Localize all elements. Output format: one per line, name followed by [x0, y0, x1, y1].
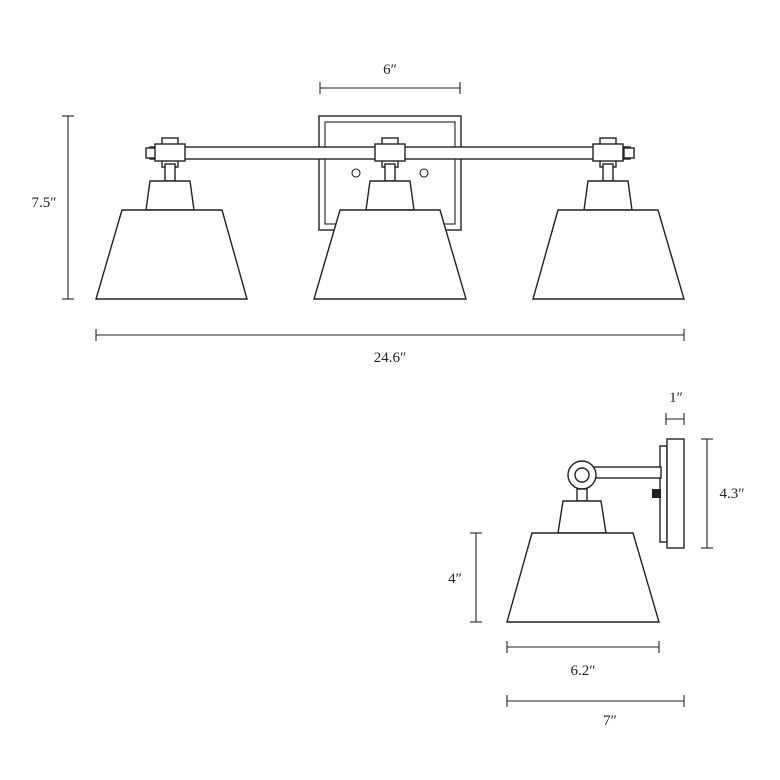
backplate-depth-dimension: 1″: [665, 390, 685, 425]
overall-width-label: 24.6″: [374, 350, 407, 366]
overall-width-dimension: 24.6″: [95, 329, 685, 366]
extension-dimension: 7″: [506, 695, 685, 729]
backplate-width-dimension: 6″: [319, 62, 461, 94]
side-arm: [591, 466, 662, 479]
lamp-left: [95, 137, 248, 300]
shade-width-label: 6.2″: [571, 663, 596, 679]
backplate-width-label: 6″: [383, 62, 397, 78]
lamp-center: [313, 137, 467, 300]
front-view: 6″ 7.5″: [32, 62, 685, 366]
overall-height-label: 7.5″: [32, 195, 57, 211]
side-shade: [506, 500, 660, 623]
shade-height-label: 4″: [448, 571, 462, 587]
lamp-right: [532, 137, 685, 300]
side-swivel: [567, 460, 597, 502]
shade-height-dimension: 4″: [448, 532, 482, 623]
overall-height-dimension: 7.5″: [32, 115, 74, 300]
shade-width-dimension: 6.2″: [506, 641, 660, 679]
side-view: 1″ 4.3″: [448, 390, 744, 729]
extension-label: 7″: [603, 713, 617, 729]
side-height-dimension: 4.3″: [701, 438, 745, 549]
backplate-depth-label: 1″: [669, 390, 683, 406]
side-height-label: 4.3″: [720, 486, 745, 502]
side-backplate: [652, 438, 685, 549]
